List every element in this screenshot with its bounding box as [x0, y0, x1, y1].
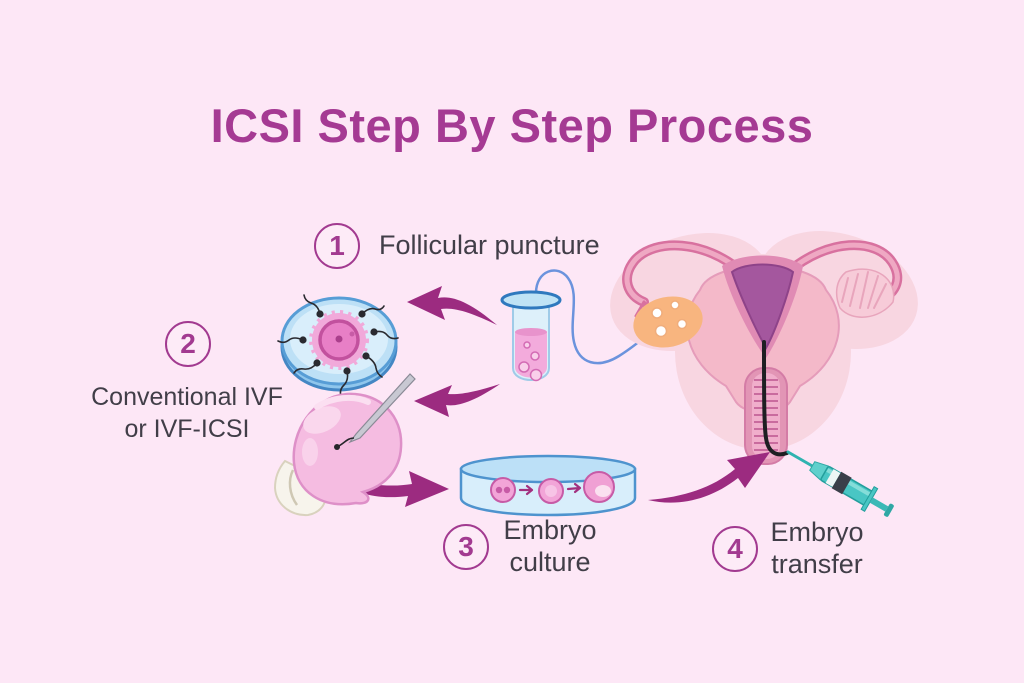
page-title: ICSI Step By Step Process: [210, 99, 814, 152]
step-3-label: Embryo culture: [490, 514, 610, 578]
step-1-label: Follicular puncture: [379, 229, 600, 261]
transfer-catheter: [762, 340, 789, 457]
arrow-tube-to-petri-dish: [407, 286, 497, 325]
ivf-petri-dish: [277, 294, 399, 397]
step-1-number: 1: [329, 230, 345, 261]
uterine-cavity: [730, 263, 795, 351]
step-3-label-line-1: Embryo: [503, 515, 597, 545]
step-4-badge: 4: [712, 526, 758, 572]
step-3-label-line-2: culture: [509, 547, 591, 577]
step-4-label: Embryo transfer: [752, 516, 882, 580]
embryo-stage-3-blastocyst: [583, 471, 615, 503]
injected-sperm: [334, 437, 355, 450]
test-tube-illustration: [500, 290, 562, 382]
syringe-stopper: [831, 471, 852, 495]
injection-needle: [348, 373, 416, 444]
step-1-badge: 1: [314, 223, 360, 269]
step-2-label-line-2: or IVF-ICSI: [124, 415, 250, 443]
arrow-culture-to-transfer: [648, 452, 770, 503]
step-2-label-line-1: Conventional IVF: [91, 383, 283, 411]
test-tube-rim: [500, 290, 562, 310]
step-3-badge: 3: [443, 524, 489, 570]
step-1-label-line-1: Follicular puncture: [379, 230, 600, 260]
embryo-stage-1: [490, 477, 516, 503]
step-2-label: Conventional IVF or IVF-ICSI: [78, 381, 296, 445]
uterus-illustration: [610, 231, 918, 465]
step-4-label-line-1: Embryo: [770, 517, 864, 547]
aspiration-tubing-line: [534, 269, 667, 365]
step-2-number: 2: [180, 328, 196, 359]
step-2-badge: 2: [165, 321, 211, 367]
icsi-injection-illustration: [273, 373, 416, 517]
embryo-stage-2: [538, 478, 564, 504]
arrow-icsi-to-culture: [328, 471, 449, 507]
arrow-tube-to-icsi: [414, 384, 500, 417]
embryo-culture-dish: [459, 454, 637, 517]
embryo-transfer-syringe: [786, 450, 894, 517]
sperm-cells: [277, 294, 399, 397]
step-4-label-line-2: transfer: [771, 549, 863, 579]
ovary-left: [633, 296, 703, 348]
step-3-number: 3: [458, 531, 474, 562]
flow-arrows: [328, 286, 770, 507]
step-4-number: 4: [727, 533, 743, 564]
